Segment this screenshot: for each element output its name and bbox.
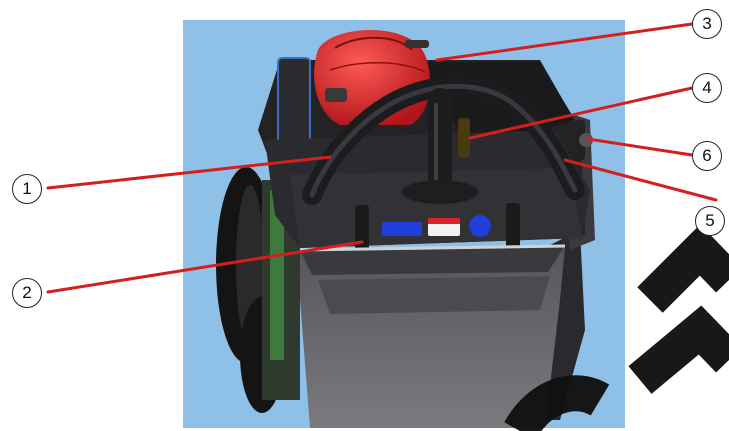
leader-line-3 — [435, 22, 694, 62]
bracket-4 — [458, 118, 470, 158]
callout-2: 2 — [12, 278, 42, 308]
leader-line-4 — [468, 86, 694, 140]
callout-4: 4 — [692, 73, 722, 103]
rear-controls — [382, 215, 491, 237]
leader-lines — [46, 22, 718, 294]
handle-base — [402, 180, 478, 204]
watermark — [504, 224, 729, 431]
leader-line-1 — [46, 155, 332, 190]
handle-bar — [302, 76, 585, 205]
leader-line-2 — [46, 240, 364, 294]
callout-3: 3 — [692, 9, 722, 39]
callout-5: 5 — [695, 206, 725, 236]
leader-line-5 — [563, 158, 718, 202]
callout-6: 6 — [692, 141, 722, 171]
grass-bag — [299, 244, 566, 428]
adjustment-knob — [575, 120, 593, 160]
left-side-panel — [277, 57, 311, 149]
callout-1: 1 — [12, 174, 42, 204]
leader-line-6 — [586, 137, 694, 157]
